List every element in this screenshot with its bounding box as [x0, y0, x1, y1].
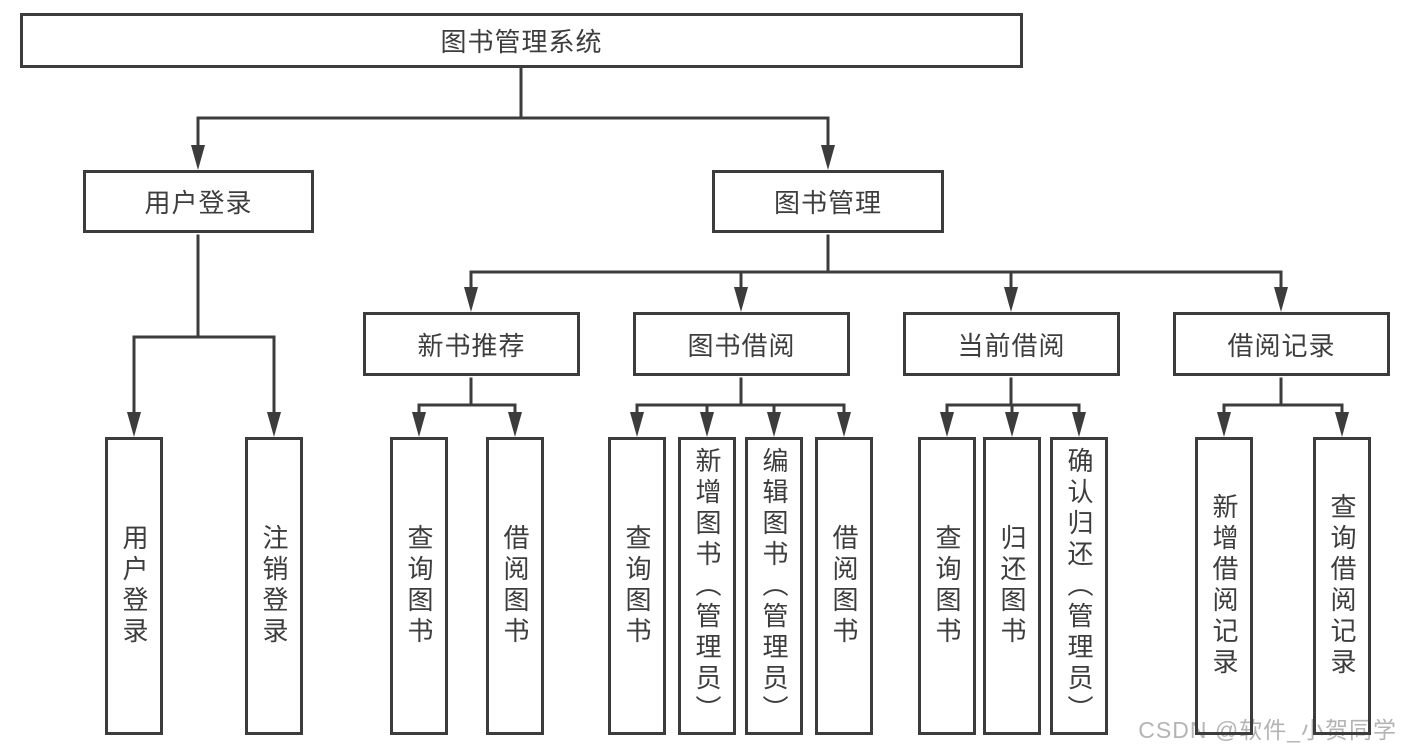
leaf-newbook-query-books: 查询图书: [390, 437, 448, 735]
leaf-current-return-books: 归还图书: [983, 437, 1041, 735]
leaf-borrow-edit-books-admin: 编辑图书（管理员）: [745, 437, 803, 735]
node-book-management: 图书管理: [712, 170, 944, 233]
leaf-records-add-record-label: 新增借阅记录: [1209, 493, 1239, 679]
node-root-label: 图书管理系统: [440, 27, 603, 57]
watermark: CSDN @软件_小贺同学: [1138, 717, 1397, 743]
node-book-borrow-label: 图书借阅: [687, 330, 796, 361]
leaf-records-query-record: 查询借阅记录: [1313, 437, 1371, 735]
node-borrow-records: 借阅记录: [1173, 312, 1390, 376]
leaf-newbook-borrow-books: 借阅图书: [486, 437, 544, 735]
leaf-current-query-books: 查询图书: [918, 437, 976, 735]
node-current-borrow-label: 当前借阅: [957, 330, 1066, 361]
leaf-records-add-record: 新增借阅记录: [1195, 437, 1253, 735]
node-book-borrow: 图书借阅: [633, 312, 850, 376]
node-current-borrow: 当前借阅: [903, 312, 1120, 376]
leaf-records-query-record-label: 查询借阅记录: [1327, 493, 1357, 679]
leaf-user-login: 用户登录: [105, 437, 163, 735]
leaf-borrow-add-books-admin: 新增图书（管理员）: [678, 437, 736, 735]
node-user-login-label: 用户登录: [144, 188, 253, 218]
leaf-borrow-query-books: 查询图书: [608, 437, 666, 735]
leaf-borrow-query-books-label: 查询图书: [622, 524, 652, 648]
node-borrow-records-label: 借阅记录: [1227, 330, 1336, 361]
leaf-borrow-edit-books-admin-label: 编辑图书（管理员）: [759, 446, 789, 726]
node-user-login: 用户登录: [83, 170, 314, 233]
node-new-book-recommend: 新书推荐: [363, 312, 580, 376]
leaf-borrow-borrow-books: 借阅图书: [815, 437, 873, 735]
leaf-borrow-borrow-books-label: 借阅图书: [829, 524, 859, 648]
leaf-newbook-borrow-books-label: 借阅图书: [500, 524, 530, 648]
leaf-newbook-query-books-label: 查询图书: [404, 524, 434, 648]
node-book-management-label: 图书管理: [773, 188, 882, 218]
leaf-logout: 注销登录: [245, 437, 303, 735]
node-new-book-recommend-label: 新书推荐: [417, 330, 526, 361]
leaf-current-confirm-return-admin-label: 确认归还（管理员）: [1064, 446, 1094, 726]
leaf-user-login-label: 用户登录: [119, 524, 149, 648]
node-root: 图书管理系统: [20, 13, 1023, 68]
leaf-borrow-add-books-admin-label: 新增图书（管理员）: [692, 446, 722, 726]
leaf-current-confirm-return-admin: 确认归还（管理员）: [1050, 437, 1108, 735]
leaf-logout-label: 注销登录: [259, 524, 289, 648]
leaf-current-query-books-label: 查询图书: [932, 524, 962, 648]
leaf-current-return-books-label: 归还图书: [997, 524, 1027, 648]
